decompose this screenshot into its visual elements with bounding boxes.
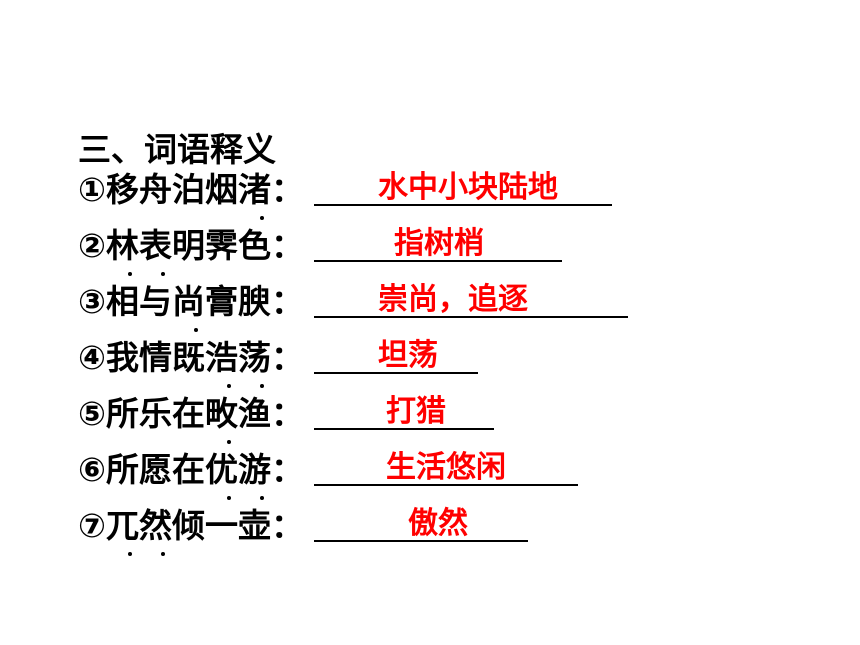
answer-text: 生活悠闲 [386,450,506,485]
emphasis-dot [161,272,165,276]
answer-blank [314,316,628,318]
emphasis-dot [260,216,264,220]
answer-blank [314,372,478,374]
question-row-6: ⑥所愿在优游： 生活悠闲 [78,448,778,500]
section-title: 三、词语释义 [78,130,276,169]
emphasis-dot [128,552,132,556]
question-row-1: ①移舟泊烟渚： 水中小块陆地 [78,168,778,220]
answer-text: 打猎 [386,394,446,429]
question-prompt: ③相与尚膏腴： [78,282,304,321]
answer-blank [314,540,528,542]
answer-blank [314,204,612,206]
question-row-3: ③相与尚膏腴： 崇尚，追逐 [78,280,778,332]
question-prompt: ⑦兀然倾一壶： [78,506,304,545]
emphasis-dot [227,496,231,500]
answer-blank [314,484,578,486]
answer-text: 崇尚，追逐 [378,282,528,317]
question-prompt: ⑥所愿在优游： [78,450,304,489]
question-prompt: ⑤所乐在畋渔： [78,394,304,433]
emphasis-dot [161,552,165,556]
answer-text: 傲然 [408,506,468,541]
question-prompt: ①移舟泊烟渚： [78,170,304,209]
emphasis-dot [227,384,231,388]
question-prompt: ④我情既浩荡： [78,338,304,377]
answer-text: 坦荡 [378,338,438,373]
emphasis-dot [260,496,264,500]
question-row-7: ⑦兀然倾一壶： 傲然 [78,504,778,556]
emphasis-dot [260,384,264,388]
answer-text: 水中小块陆地 [378,170,558,205]
emphasis-dot [128,272,132,276]
answer-blank [314,260,562,262]
question-prompt: ②林表明霁色： [78,226,304,265]
question-row-2: ②林表明霁色： 指树梢 [78,224,778,276]
answer-text: 指树梢 [394,226,484,261]
emphasis-dot [194,328,198,332]
emphasis-dot [227,440,231,444]
question-row-4: ④我情既浩荡： 坦荡 [78,336,778,388]
question-row-5: ⑤所乐在畋渔： 打猎 [78,392,778,444]
answer-blank [314,428,494,430]
